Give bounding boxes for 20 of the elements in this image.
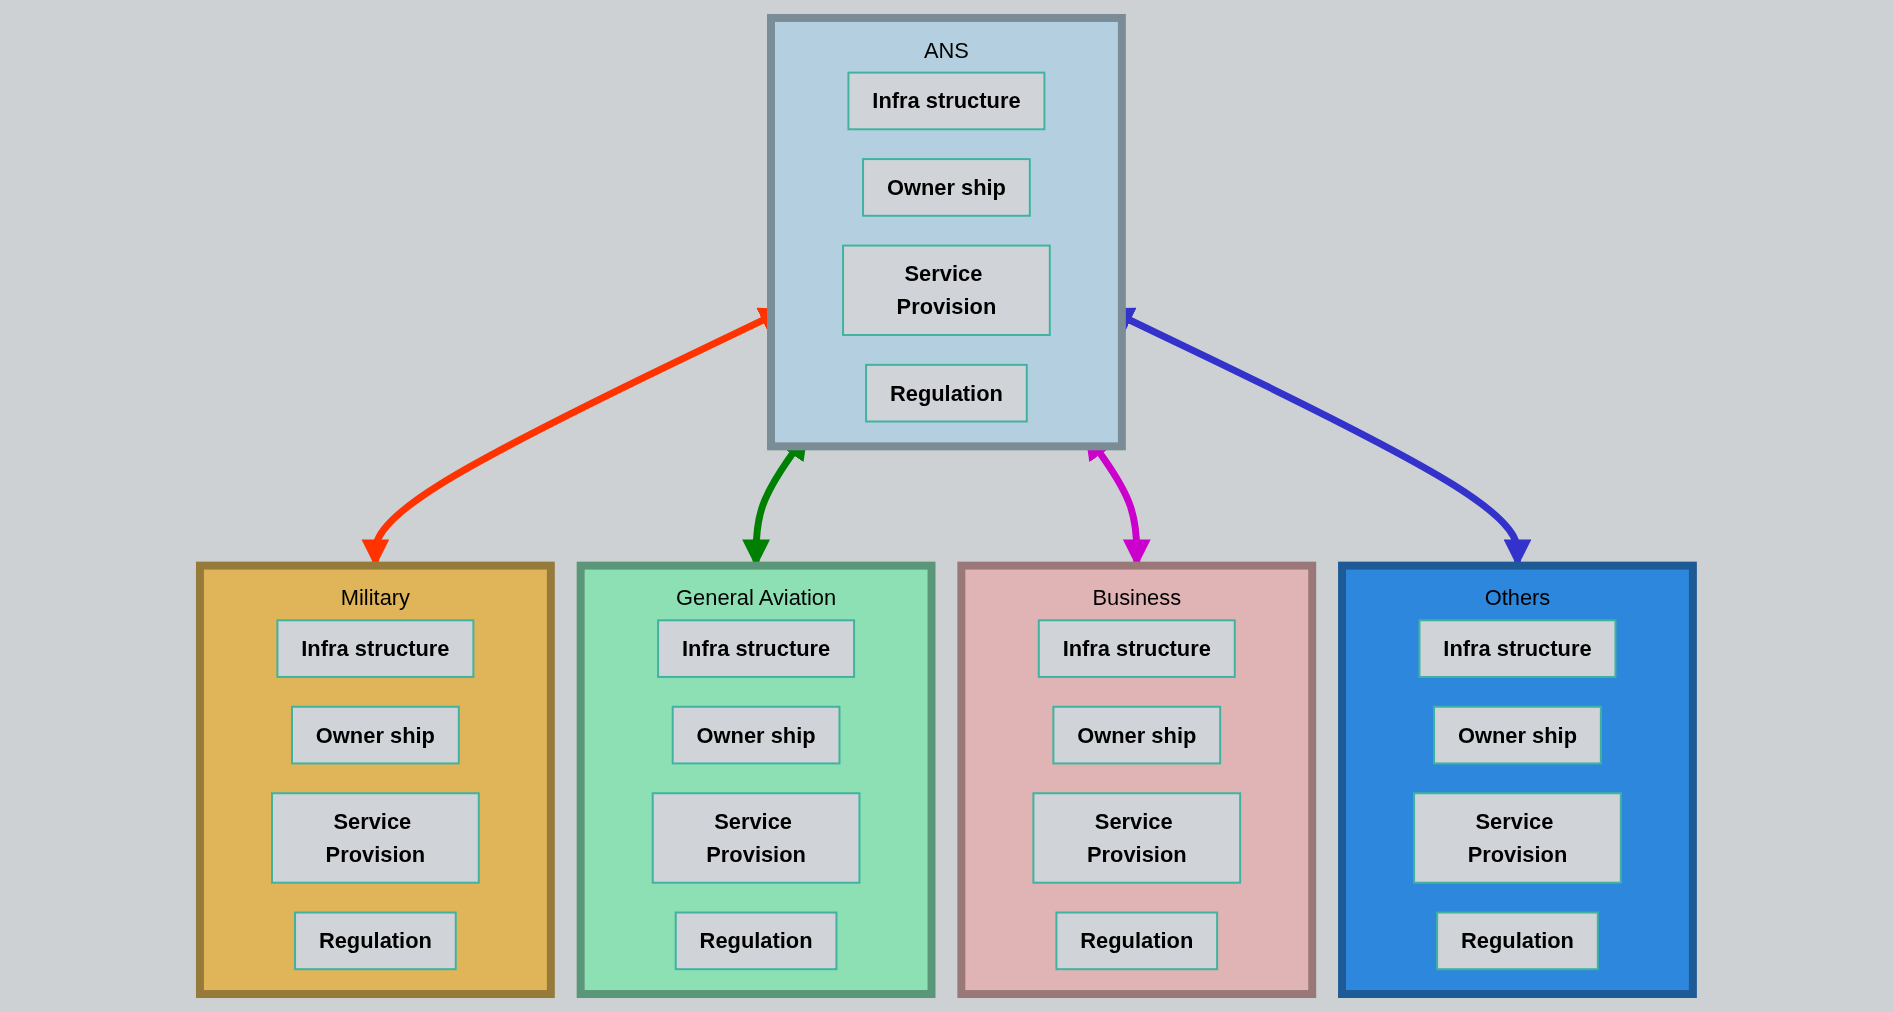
node-box: Service Provision bbox=[271, 792, 480, 884]
node-box: Infra structure bbox=[1418, 619, 1617, 678]
node-box: Owner ship bbox=[862, 158, 1031, 217]
node-box: Infra structure bbox=[657, 619, 856, 678]
node-box: Regulation bbox=[674, 911, 838, 971]
node-box: Service Provision bbox=[842, 244, 1051, 337]
node-box: Regulation bbox=[865, 363, 1028, 423]
node-box: Owner ship bbox=[1052, 705, 1222, 765]
node-box: Regulation bbox=[294, 911, 457, 971]
node-box: Regulation bbox=[1055, 911, 1219, 971]
node-box: Regulation bbox=[1436, 911, 1599, 971]
node-box: Infra structure bbox=[276, 619, 475, 678]
node-box: Owner ship bbox=[1433, 705, 1602, 765]
node-box: Infra structure bbox=[847, 71, 1046, 131]
node-box: Service Provision bbox=[1032, 792, 1242, 884]
node-box: Infra structure bbox=[1037, 619, 1236, 678]
node-box: Service Provision bbox=[1413, 792, 1622, 884]
node-box: Service Provision bbox=[651, 792, 861, 884]
node-box: Owner ship bbox=[291, 705, 460, 765]
node-box: Owner ship bbox=[671, 705, 841, 765]
